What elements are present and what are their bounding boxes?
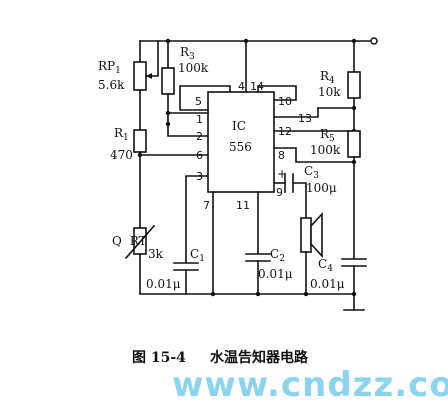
c1-label: C1 — [190, 247, 205, 264]
pin-label-11: 11 — [236, 199, 250, 212]
wire-pin2 — [167, 112, 209, 137]
rt-value: 3k — [148, 247, 164, 261]
wire-c3-out — [292, 182, 307, 219]
wire-pin4 — [179, 85, 231, 111]
wire-pin3 — [185, 175, 209, 263]
pin-label-7: 7 — [203, 199, 210, 212]
junction-ground-speaker — [303, 291, 309, 297]
pin-label-6: 6 — [196, 149, 203, 162]
pin-label-1: 1 — [196, 113, 203, 126]
junction-ground-c2 — [255, 291, 261, 297]
junction-ground-pin7 — [210, 291, 216, 297]
rt-thermistor-slash — [124, 224, 156, 260]
r4-value: 10k — [318, 85, 341, 99]
rp1-resistor — [133, 61, 147, 91]
r3-label: R3 — [180, 45, 195, 62]
pin-label-5: 5 — [195, 95, 202, 108]
c4-label: C4 — [318, 257, 333, 274]
c3-value: 100μ — [306, 181, 337, 195]
r3-resistor — [161, 67, 175, 95]
rp1-wiper — [145, 40, 159, 77]
rp1-value: 5.6k — [98, 78, 125, 92]
r4-label: R4 — [320, 69, 335, 86]
pin-label-10: 10 — [278, 95, 292, 108]
rp1-label: RP1 — [98, 59, 121, 76]
c3-polarity: + — [277, 167, 287, 181]
speaker-body — [300, 217, 312, 253]
pin-label-8: 8 — [278, 149, 285, 162]
power-terminal — [370, 37, 378, 45]
ic-556-body — [207, 91, 275, 193]
c3-label: C3 — [304, 164, 319, 181]
pin-label-9: 9 — [276, 186, 283, 199]
r5-resistor — [347, 130, 361, 158]
junction-pin2 — [165, 121, 171, 127]
wire-pin13 — [273, 107, 319, 118]
pin-label-13: 13 — [298, 112, 312, 125]
pin-label-3: 3 — [196, 170, 203, 183]
r1-value: 470 — [110, 148, 133, 162]
pin-label-4: 4 — [238, 80, 245, 93]
junction-r4-pin13 — [351, 105, 357, 111]
pin-label-12: 12 — [278, 125, 292, 138]
figure-title: 水温告知器电路 — [210, 349, 309, 366]
pin-label-14: 14 — [250, 80, 264, 93]
r1-resistor — [133, 129, 147, 153]
rp1-wiper-arrow — [146, 73, 152, 79]
r1-label: R1 — [114, 126, 129, 143]
ic-part-number: 556 — [229, 140, 252, 154]
r5-label: R5 — [320, 127, 335, 144]
c2-label: C2 — [270, 247, 285, 264]
r5-value: 100k — [310, 143, 341, 157]
r4-resistor — [347, 71, 361, 99]
ic-label: IC — [232, 119, 246, 133]
c4-value: 0.01μ — [310, 277, 345, 291]
wire-pin8 — [273, 147, 355, 163]
r3-value: 100k — [178, 61, 209, 75]
watermark-text: www.cndzz.com — [172, 365, 448, 405]
pin-label-2: 2 — [196, 130, 203, 143]
wire-pin10 — [257, 85, 297, 101]
speaker-cone — [310, 211, 323, 259]
c2-value: 0.01μ — [258, 267, 293, 281]
c1-value: 0.01μ — [146, 277, 181, 291]
figure-number: 图 15-4 — [132, 350, 186, 366]
